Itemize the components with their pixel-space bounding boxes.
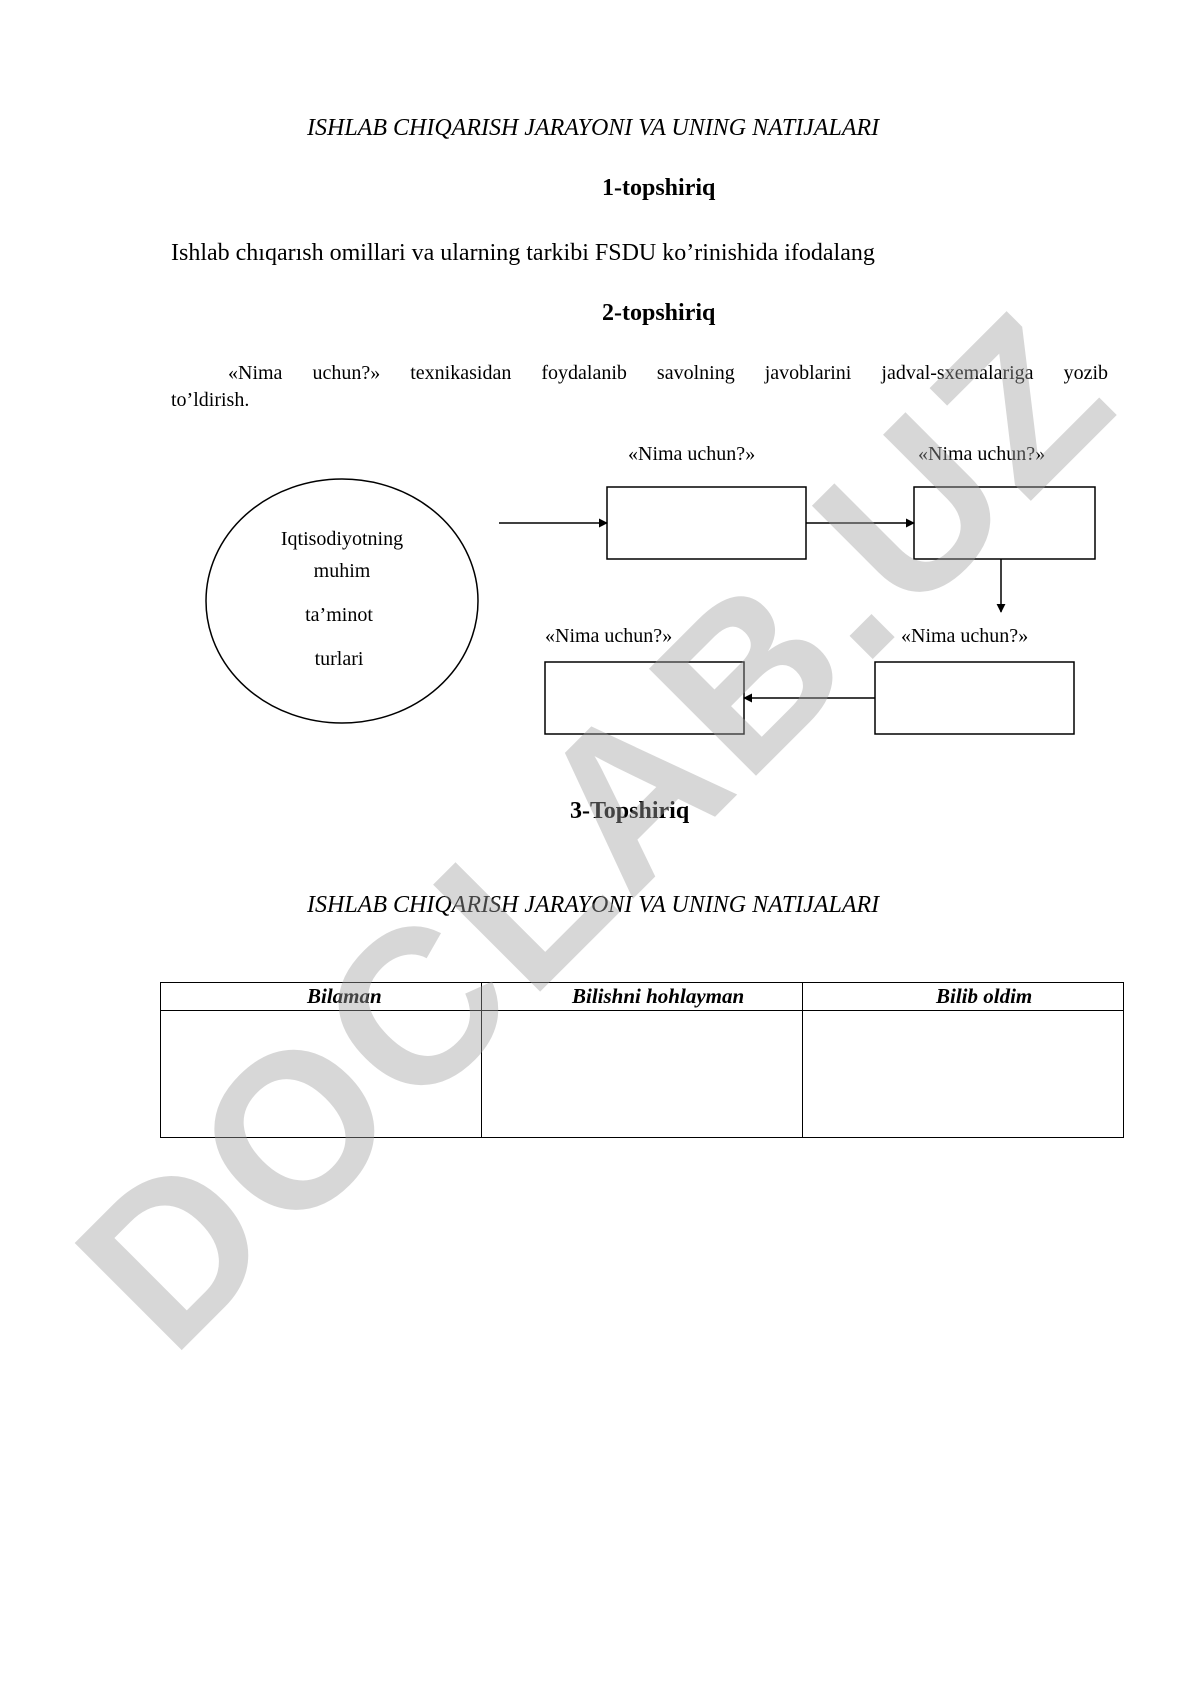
answer-box-3 — [874, 661, 1075, 735]
task3-heading: 3-Topshiriq — [570, 798, 690, 824]
kwl-cell-learned[interactable] — [802, 1010, 1124, 1138]
page-title: ISHLAB CHIQARISH JARAYONI VA UNING NATIJ… — [307, 115, 880, 141]
kwl-table: Bilaman Bilishni hohlayman Bilib oldim — [160, 982, 1124, 1138]
answer-box-2 — [913, 486, 1096, 560]
box-label-1: «Nima uchun?» — [628, 443, 756, 465]
task1-heading: 1-topshiriq — [602, 175, 716, 201]
task2-heading: 2-topshiriq — [602, 300, 716, 326]
kwl-body-row — [160, 1010, 1124, 1138]
box-label-4: «Nima uchun?» — [901, 625, 1029, 647]
box-label-3: «Nima uchun?» — [545, 625, 673, 647]
box-label-2: «Nima uchun?» — [918, 443, 1046, 465]
task3-title: ISHLAB CHIQARISH JARAYONI VA UNING NATIJ… — [307, 892, 880, 918]
circle-line-1: Iqtisodiyotning — [280, 528, 404, 550]
kwl-header-want: Bilishni hohlayman — [481, 982, 803, 1011]
kwl-cell-want[interactable] — [481, 1010, 803, 1138]
circle-line-2: muhim — [313, 560, 371, 582]
circle-line-3: ta’minot — [305, 604, 373, 626]
kwl-header-row: Bilaman Bilishni hohlayman Bilib oldim — [160, 982, 1124, 1011]
task1-instruction: Ishlab chıqarısh omillari va ularning ta… — [171, 240, 875, 266]
circle-line-4: turlari — [314, 648, 364, 670]
task2-paragraph-line2: to’ldirish. — [171, 389, 250, 411]
topic-circle — [205, 478, 479, 724]
answer-box-4 — [544, 661, 745, 735]
answer-box-1 — [606, 486, 807, 560]
kwl-header-know: Bilaman — [160, 982, 482, 1011]
kwl-header-learned: Bilib oldim — [802, 982, 1124, 1011]
task2-paragraph-line1: «Nima uchun?» texnikasidan foydalanib sa… — [228, 362, 1108, 384]
kwl-cell-know[interactable] — [160, 1010, 482, 1138]
task2-paragraph: «Nima uchun?» texnikasidan foydalanib sa… — [171, 360, 1108, 414]
